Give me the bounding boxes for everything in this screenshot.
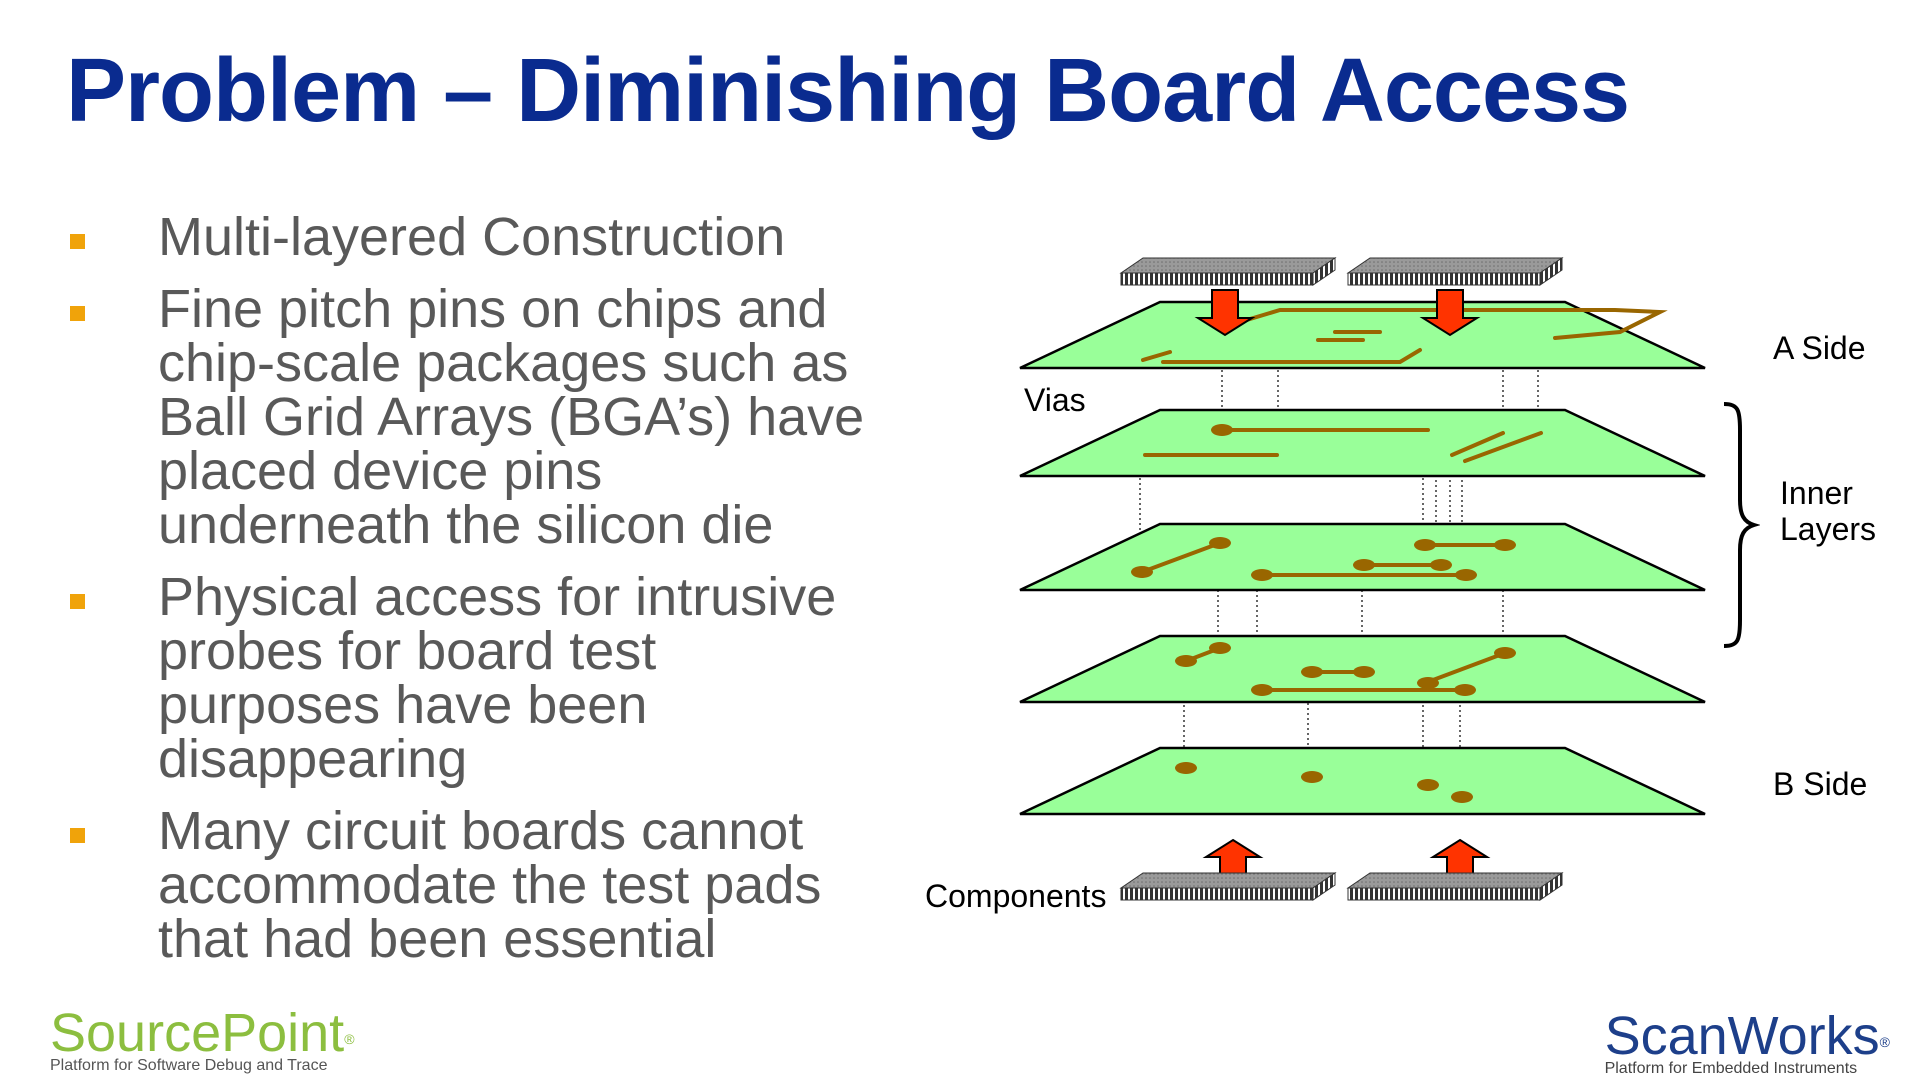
board-inner-1	[1019, 408, 1706, 478]
bullet-square-icon	[70, 306, 85, 321]
scanworks-logo-tagline: Platform for Embedded Instruments	[1604, 1060, 1858, 1077]
bullet-line: probes for board test	[158, 621, 657, 681]
bullet-line: Ball Grid Arrays (BGA’s) have	[158, 387, 865, 447]
scanworks-logo-name: ScanWorks	[1604, 1006, 1880, 1066]
bullet-line: underneath the silicon die	[158, 495, 774, 555]
bullet-square-icon	[70, 594, 85, 609]
label-a-side: A Side	[1773, 330, 1866, 366]
sourcepoint-logo: SourcePoint® Platform for Software Debug…	[50, 1003, 355, 1074]
label-vias: Vias	[1024, 382, 1086, 418]
bullet-line: Fine pitch pins on chips and	[158, 279, 828, 339]
bullet-list: Multi-layered Construction Fine pitch pi…	[66, 210, 916, 984]
bullet-square-icon	[70, 234, 85, 249]
bullet-line: that had been essential	[158, 909, 717, 969]
slide-title: Problem – Diminishing Board Access	[66, 41, 1630, 141]
bullet-item: Multi-layered Construction	[66, 210, 916, 264]
label-inner-layers-line1: Inner	[1780, 475, 1853, 511]
bullet-line: Physical access for intrusive	[158, 567, 837, 627]
bullet-line: placed device pins	[158, 441, 603, 501]
label-b-side: B Side	[1773, 766, 1868, 802]
bottom-chip-left	[1119, 872, 1337, 901]
arrow-down-icon-right	[1419, 289, 1481, 337]
bullet-line: Many circuit boards cannot	[158, 801, 804, 861]
label-components: Components	[925, 878, 1107, 914]
bullet-item: Physical access for intrusive probes for…	[66, 570, 916, 786]
bottom-chip-right	[1346, 872, 1564, 901]
board-b-side	[1019, 746, 1706, 816]
curly-brace-icon	[1723, 402, 1760, 648]
top-chip-left	[1119, 257, 1337, 286]
board-inner-2	[1019, 522, 1706, 592]
bullet-line: chip-scale packages such as	[158, 333, 849, 393]
bullet-square-icon	[70, 828, 85, 843]
bullet-item: Fine pitch pins on chips and chip-scale …	[66, 282, 916, 552]
bullet-line: purposes have been	[158, 675, 648, 735]
pcb-layer-diagram	[1019, 257, 1706, 901]
label-inner-layers-line2: Layers	[1780, 511, 1877, 547]
board-inner-3	[1019, 634, 1706, 704]
bullet-line: accommodate the test pads	[158, 855, 822, 915]
sourcepoint-logo-name: SourcePoint	[50, 1003, 345, 1063]
board-a-side	[1019, 300, 1706, 370]
bullet-line: disappearing	[158, 729, 468, 789]
bullet-item: Many circuit boards cannot accommodate t…	[66, 804, 916, 966]
arrow-down-icon-left	[1194, 289, 1256, 337]
bullet-line: Multi-layered Construction	[158, 207, 786, 267]
top-chip-right	[1346, 257, 1564, 286]
sourcepoint-logo-tagline: Platform for Software Debug and Trace	[50, 1057, 328, 1074]
scanworks-logo: ScanWorks® Platform for Embedded Instrum…	[1604, 1006, 1890, 1077]
